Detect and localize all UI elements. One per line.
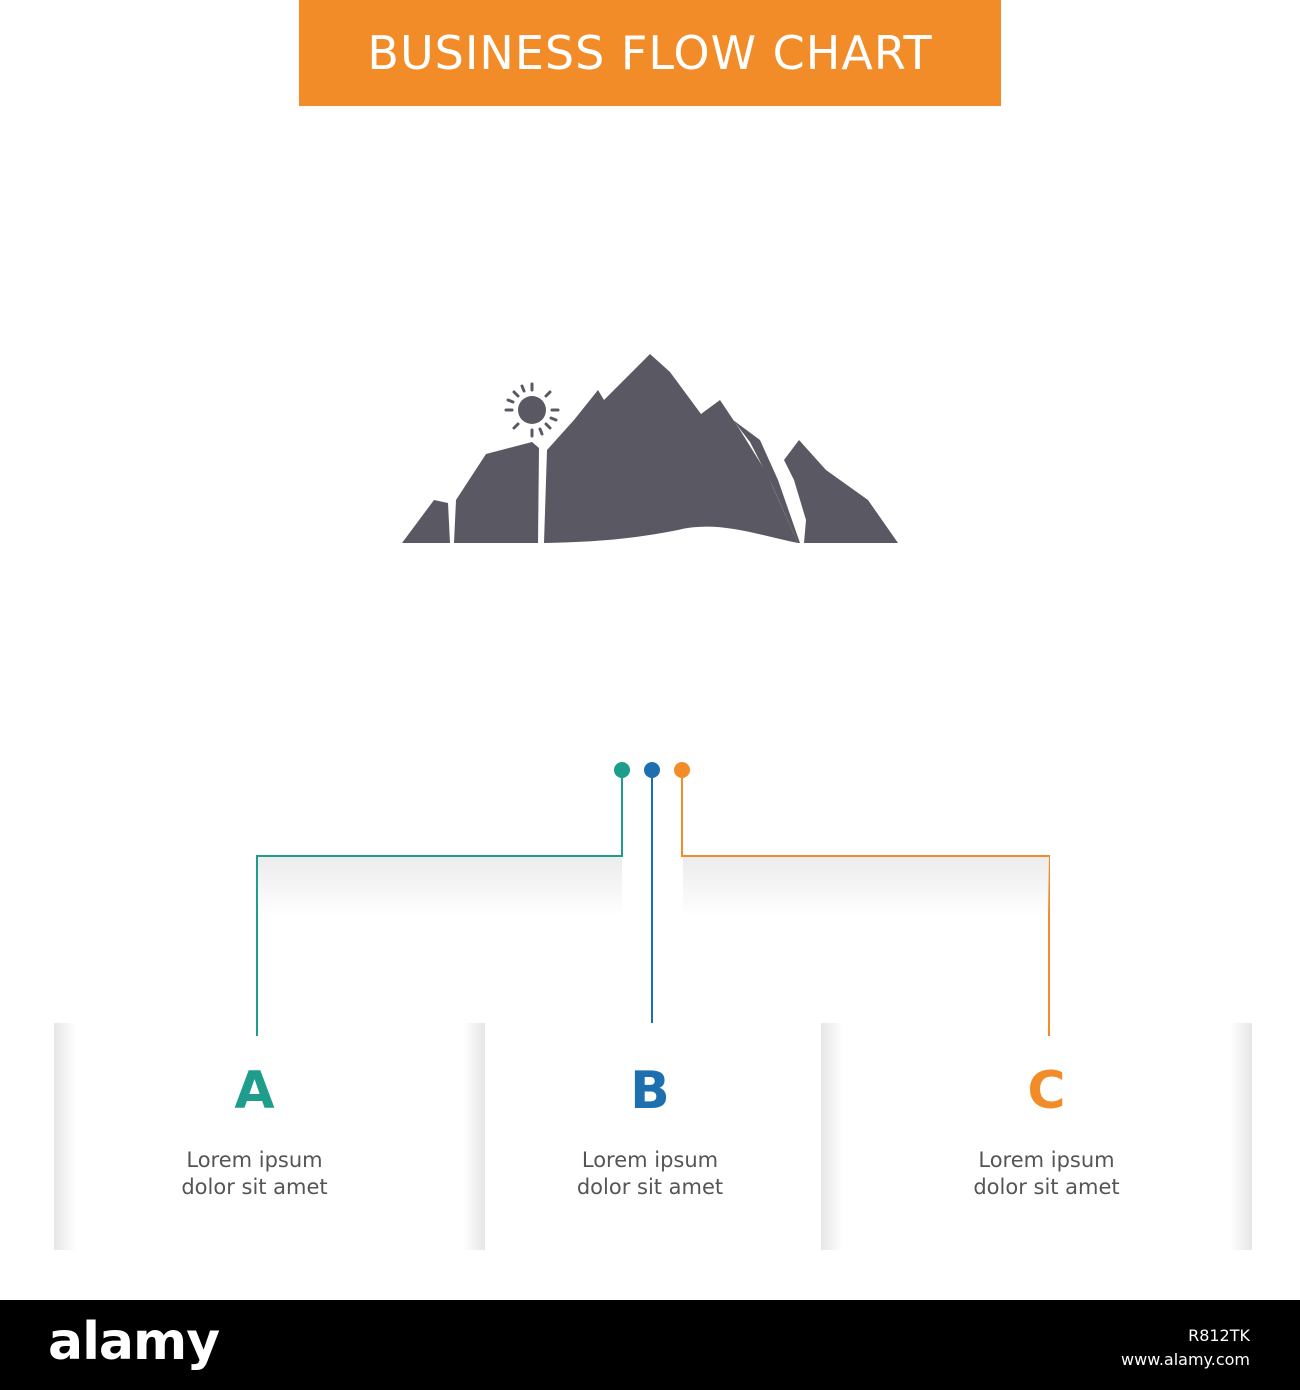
connector-a	[256, 772, 623, 1036]
step-letter-a: A	[234, 1061, 275, 1121]
step-box-c: C Lorem ipsum dolor sit amet	[821, 1023, 1252, 1250]
step-text-line2: dolor sit amet	[973, 1175, 1120, 1199]
footer-url: www.alamy.com	[1121, 1350, 1250, 1369]
step-text-line2: dolor sit amet	[181, 1175, 328, 1199]
connector-lines	[256, 762, 1050, 1036]
dot-a	[614, 762, 630, 778]
step-box-b: B Lorem ipsum dolor sit amet	[485, 1023, 821, 1250]
sun-icon	[504, 382, 560, 438]
chart-title: BUSINESS FLOW CHART	[367, 26, 933, 80]
box-shadow	[1230, 1023, 1252, 1250]
mountain-sun-icon	[402, 354, 898, 543]
step-text-line1: Lorem ipsum	[978, 1148, 1115, 1172]
connector-shadow-right	[683, 857, 1049, 917]
step-text-a: Lorem ipsum dolor sit amet	[39, 1147, 470, 1201]
footer-id: R812TK www.alamy.com	[1121, 1324, 1250, 1372]
step-text-line1: Lorem ipsum	[186, 1148, 323, 1172]
stock-footer: alamy R812TK www.alamy.com	[0, 1300, 1300, 1390]
dot-c	[674, 762, 690, 778]
step-text-line2: dolor sit amet	[576, 1175, 724, 1199]
connector-shadow-left	[258, 857, 622, 917]
box-shadow	[54, 1023, 76, 1250]
alamy-logo: alamy	[48, 1312, 220, 1372]
title-banner: BUSINESS FLOW CHART	[299, 0, 1001, 106]
connector-c	[681, 772, 1050, 1036]
step-text-b: Lorem ipsum dolor sit amet	[482, 1147, 818, 1201]
step-letter-b: B	[630, 1061, 670, 1121]
image-id: R812TK	[1188, 1326, 1250, 1345]
box-shadow	[821, 1023, 843, 1250]
mountain-shape	[402, 354, 898, 543]
step-text-c: Lorem ipsum dolor sit amet	[831, 1147, 1262, 1201]
step-box-a: A Lorem ipsum dolor sit amet	[54, 1023, 485, 1250]
box-shadow	[463, 1023, 485, 1250]
step-text-line1: Lorem ipsum	[581, 1148, 719, 1172]
dot-b	[644, 762, 660, 778]
step-letter-c: C	[1027, 1061, 1066, 1121]
